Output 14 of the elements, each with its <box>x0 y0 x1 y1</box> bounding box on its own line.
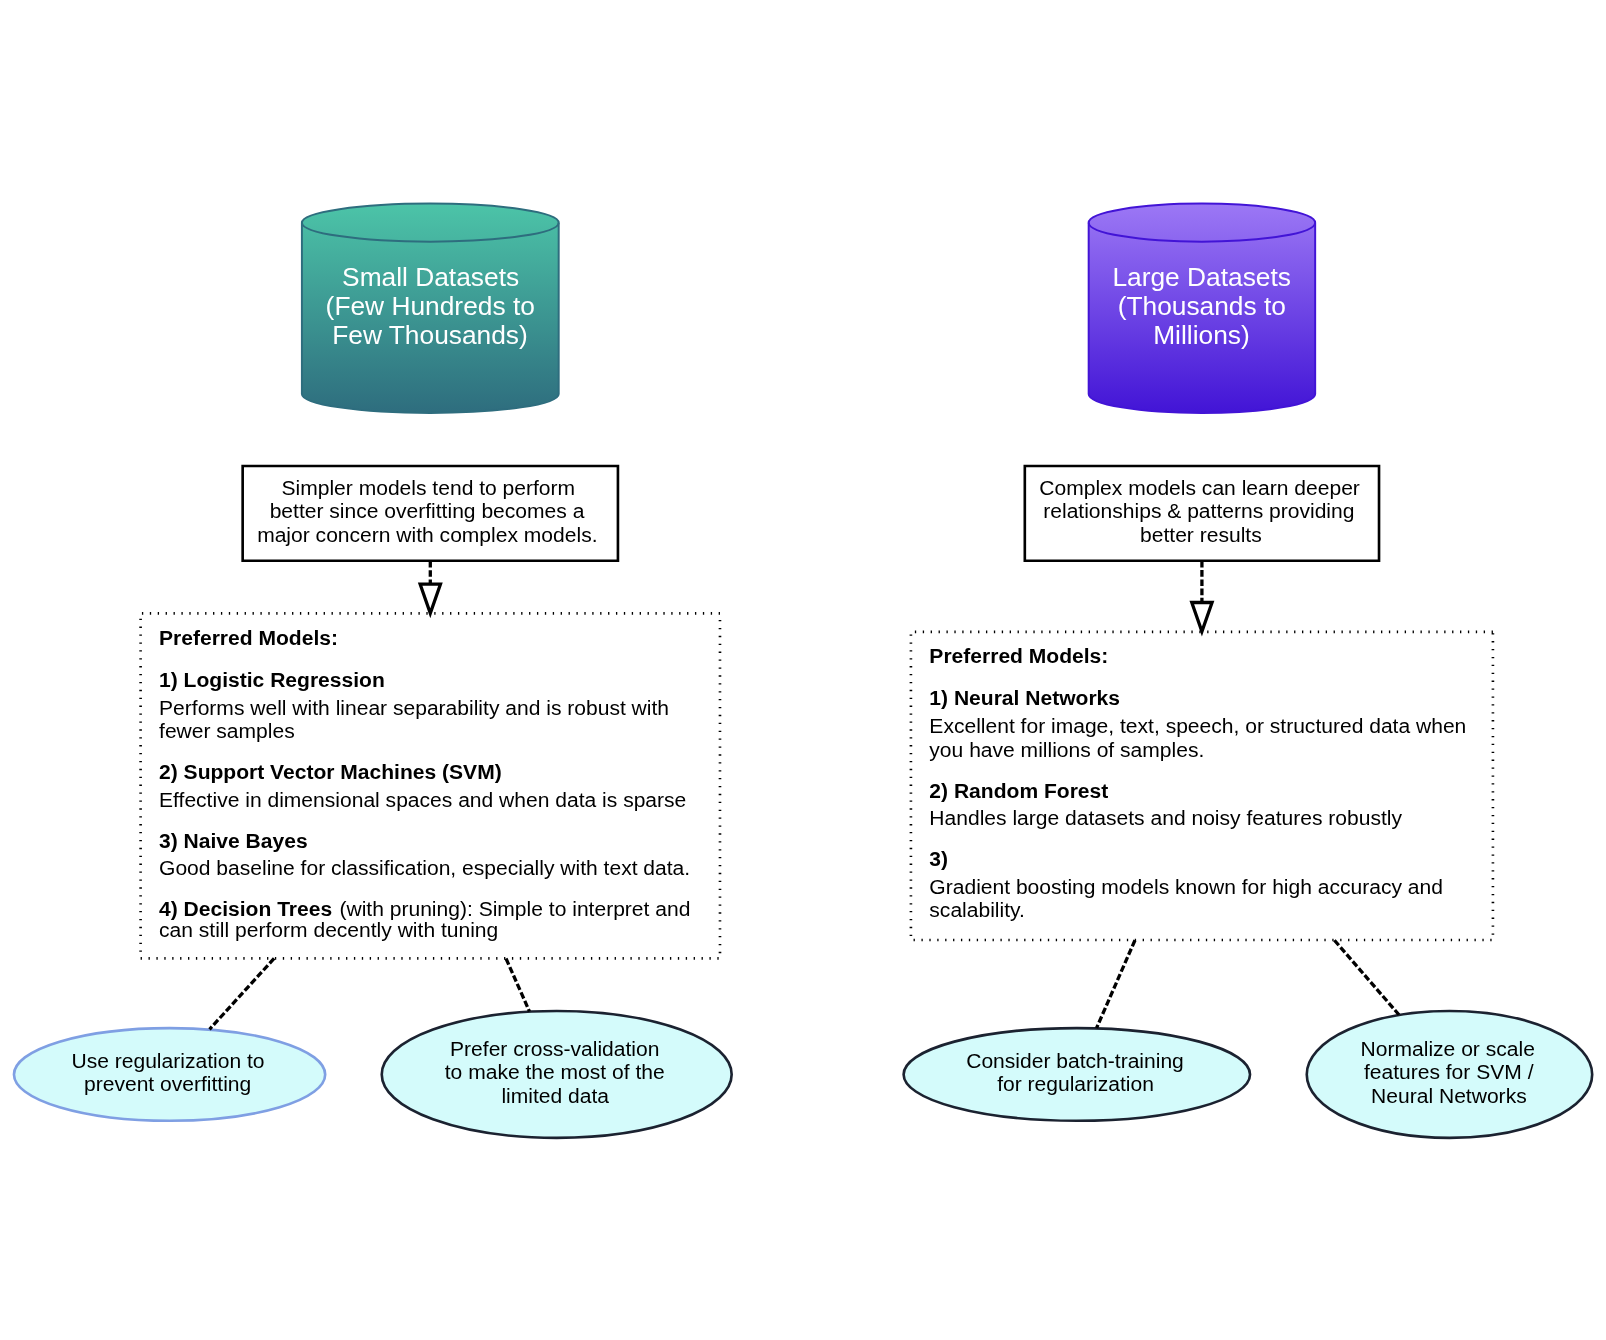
node-box: Preferred Models: 1) Logistic Regression Performs well with linear separability and is robust with fewer samples 2) Support Vector Machines (SVM) Effective in dimensional spaces and when data is sparse 3) Naive Bayes Good baseline for classification, especially with text data. 4) Decision Trees (with pruning): Simple to interpret and can still perform decently with tuning <box>139 611 722 960</box>
arrow <box>1189 560 1215 636</box>
connector <box>1095 939 1137 1029</box>
node-box: Complex models can learn deeper relationships & patterns providing better results <box>1023 464 1381 562</box>
node-ellipse: Use regularization to prevent overfitting <box>12 1026 327 1122</box>
node-box: Preferred Models: 1) Neural Networks Excellent for image, text, speech, or structured data when you have millions of samples. 2) Random Forest Handles large datasets and noisy features robustly 3) Gradient boosting models known for high accuracy and scalability. <box>909 630 1495 941</box>
node-ellipse: Normalize or scale features for SVM / Neural Networks <box>1305 1009 1594 1139</box>
arrow <box>417 560 443 618</box>
node-ellipse: Consider batch-training for regularization <box>902 1026 1252 1122</box>
node-box: Simpler models tend to perform better since overfitting becomes a major concern with complex models. <box>241 464 620 562</box>
connector <box>504 957 531 1012</box>
node-ellipse: Prefer cross-validation to make the most of the limited data <box>380 1009 733 1139</box>
connector <box>208 956 276 1030</box>
connector <box>1333 938 1401 1016</box>
